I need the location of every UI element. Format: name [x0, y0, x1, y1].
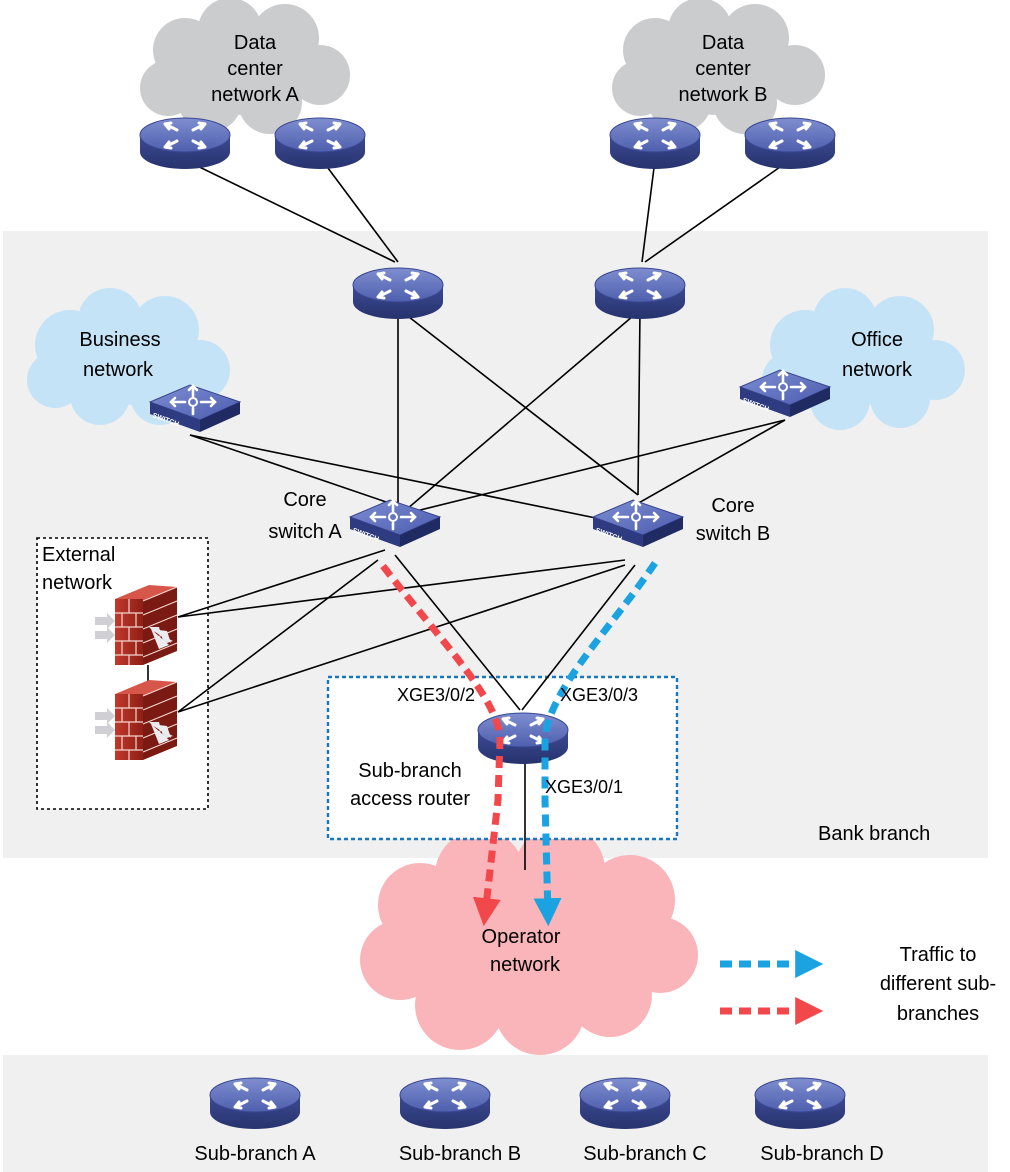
- legend-label-3: branches: [897, 1003, 979, 1025]
- operator-label-1: Operator: [482, 926, 561, 948]
- router-aggregation-a: [351, 266, 445, 321]
- external-label-1: External: [42, 544, 115, 566]
- router-sub-branch-b: [398, 1076, 492, 1131]
- router-sub-branch-a: [208, 1076, 302, 1131]
- cloud-data-center-b: [612, 0, 825, 134]
- dc-b-label-2: center: [695, 58, 751, 80]
- bank-branch-label: Bank branch: [818, 823, 930, 845]
- access-router-label-1: Sub-branch: [358, 760, 461, 782]
- core-b-label-2: switch B: [696, 523, 770, 545]
- cloud-operator-network: [360, 825, 698, 1055]
- access-router-label-2: access router: [350, 788, 470, 810]
- cloud-business-network: [27, 288, 230, 425]
- dc-b-label-3: network B: [679, 84, 768, 106]
- operator-label-2: network: [490, 954, 561, 976]
- business-label-1: Business: [79, 329, 160, 351]
- external-network-box: [36, 537, 209, 810]
- core-b-label-1: Core: [711, 495, 754, 517]
- traffic-flow-red: [380, 563, 504, 927]
- sub-branch-label: Sub-branch C: [583, 1143, 706, 1165]
- router-dc-b-1: [608, 116, 702, 171]
- cloud-data-center-a: [140, 0, 350, 134]
- port-label-xge3-0-2: XGE3/0/2: [397, 685, 475, 705]
- router-dc-a-2: [273, 116, 367, 171]
- sub-branch-access-router: [476, 711, 570, 766]
- router-sub-branch-d: [753, 1076, 847, 1131]
- router-aggregation-b: [593, 266, 687, 321]
- legend-label-2: different sub-: [880, 973, 996, 995]
- external-label-2: network: [42, 572, 113, 594]
- dc-b-label-1: Data: [702, 32, 745, 54]
- router-dc-a-1: [138, 116, 232, 171]
- office-label-2: network: [842, 359, 913, 381]
- sub-branch-label: Sub-branch B: [399, 1143, 521, 1165]
- links: [147, 159, 791, 870]
- router-dc-b-2: [743, 116, 837, 171]
- sub-branch-label: Sub-branch A: [194, 1143, 316, 1165]
- core-a-label-2: switch A: [268, 521, 342, 543]
- sub-branch-label: Sub-branch D: [760, 1143, 883, 1165]
- office-label-1: Office: [851, 329, 903, 351]
- port-label-xge3-0-3: XGE3/0/3: [560, 685, 638, 705]
- dc-a-label-3: network A: [211, 84, 299, 106]
- core-a-label-1: Core: [283, 489, 326, 511]
- router-sub-branch-c: [578, 1076, 672, 1131]
- dc-a-label-1: Data: [234, 32, 277, 54]
- port-label-xge3-0-1: XGE3/0/1: [545, 777, 623, 797]
- business-label-2: network: [83, 359, 154, 381]
- legend-label-1: Traffic to: [900, 944, 977, 966]
- dc-a-label-2: center: [227, 58, 283, 80]
